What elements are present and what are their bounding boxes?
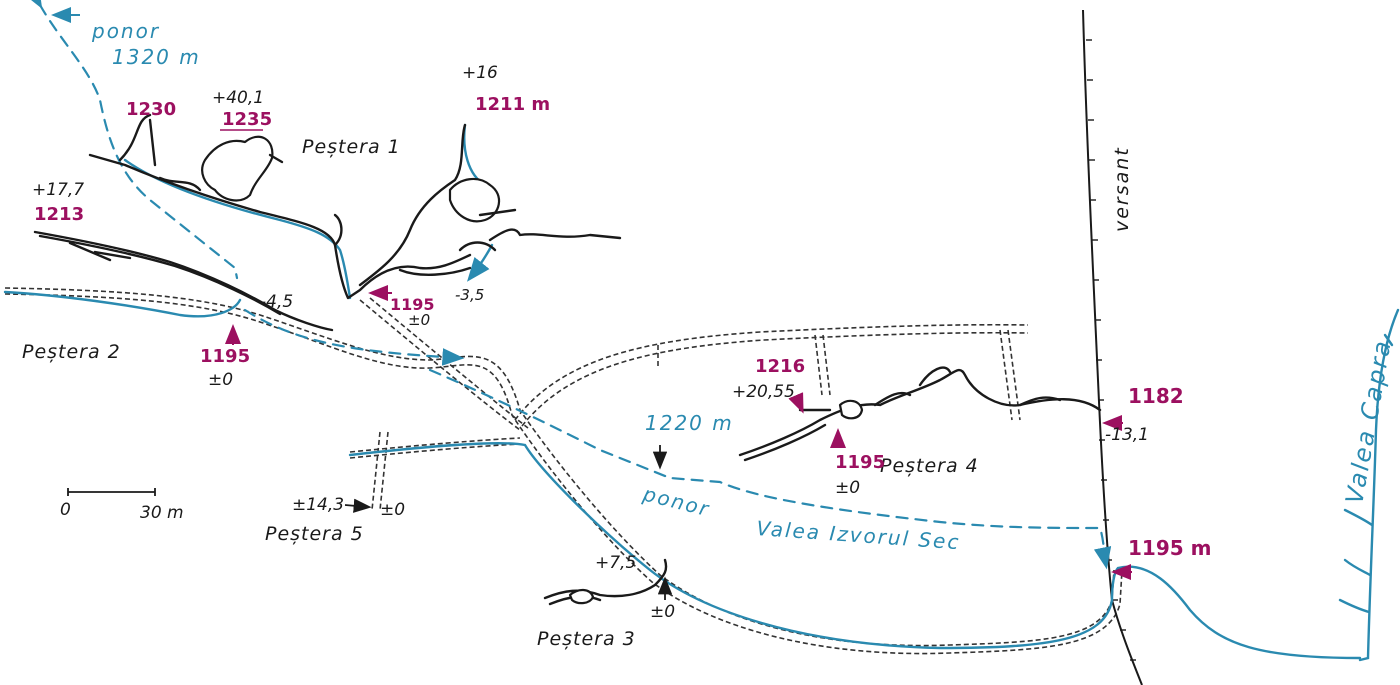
p2-rel-entrance: ±0: [208, 370, 233, 390]
streams: [3, 0, 1400, 662]
p2-rel-17: +17,7: [32, 180, 84, 200]
spring-alt: 1195 m: [1128, 536, 1211, 560]
p2-rel-45: -4,5: [260, 292, 293, 312]
pestera-3-name: Peștera 3: [537, 628, 636, 650]
ponor-top-alt: 1320 m: [112, 45, 201, 69]
pestera-2-name: Peștera 2: [22, 341, 121, 363]
p3-rel-entrance: ±0: [650, 602, 675, 622]
p4-alt-1182: 1182: [1128, 384, 1184, 408]
p1-alt-1235: 1235: [222, 109, 272, 130]
versant-label: versant: [1111, 146, 1133, 232]
valea-capra: Valea Capra: [1340, 337, 1397, 506]
p1-rel-40: +40,1: [212, 88, 264, 108]
ponor-mid-alt: 1220 m: [645, 411, 734, 435]
p4-rel-13: -13,1: [1105, 425, 1149, 445]
scale-zero: 0: [60, 500, 71, 520]
scale-end: 30 m: [140, 503, 184, 523]
p2-alt-entrance: 1195: [200, 346, 250, 367]
valea-izvorul-sec: Valea Izvorul Sec: [756, 516, 962, 554]
p1-rel-16: +16: [462, 63, 498, 83]
p1-rel-entrance: ±0: [408, 311, 430, 329]
slope-line: [1082, 9, 1143, 685]
p4-alt-entrance: 1195: [835, 452, 885, 473]
cave-passages: [33, 113, 1102, 606]
p5-rel-entrance: ±0: [380, 500, 405, 520]
p1-rel-d: -3,5: [455, 286, 484, 304]
p3-rel-7: +7,5: [595, 553, 636, 573]
p4-rel-20: +20,55: [732, 382, 795, 402]
p1-alt-1230: 1230: [126, 99, 176, 120]
ponor-top-word: ponor: [91, 19, 160, 43]
trails: [4, 287, 1123, 655]
pestera-5-name: Peștera 5: [265, 523, 364, 545]
entrance-arrows: [225, 285, 1132, 600]
ponor-mid-word: ponor: [640, 481, 713, 521]
p1-alt-entrance: 1195: [390, 295, 435, 314]
scale-bar: 0 30 m: [60, 488, 184, 523]
pestera-1-name: Peștera 1: [302, 136, 401, 158]
pestera-4-name: Peștera 4: [880, 455, 979, 477]
p1-alt-1211: 1211 m: [475, 94, 550, 115]
p2-alt-1213: 1213: [34, 204, 84, 225]
p4-alt-1216: 1216: [755, 356, 805, 377]
p5-rel-14: ±14,3: [292, 495, 344, 515]
p4-rel-entrance: ±0: [835, 478, 860, 498]
